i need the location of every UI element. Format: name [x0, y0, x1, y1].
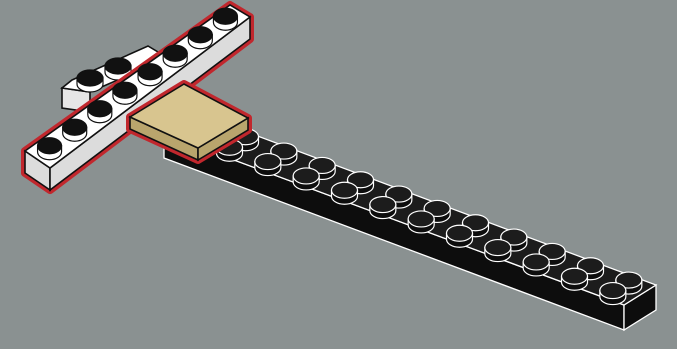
- stud-top: [308, 156, 336, 175]
- stud-top: [292, 167, 320, 185]
- stud-top: [137, 63, 163, 81]
- white-small-plate: [60, 45, 170, 113]
- stud: [162, 44, 188, 68]
- stud-top: [104, 57, 132, 75]
- stud-top: [461, 214, 490, 232]
- stud-top: [162, 44, 188, 62]
- black-plate-front-face: [163, 133, 625, 331]
- stud-top: [87, 100, 113, 118]
- tan-tile-top-face: [128, 83, 250, 149]
- stud: [346, 171, 375, 195]
- tan-tile: [126, 80, 252, 164]
- stud: [187, 26, 213, 50]
- stud-top: [369, 195, 397, 214]
- stud-top: [445, 224, 474, 242]
- stud-top: [576, 257, 605, 275]
- stud: [36, 137, 63, 161]
- stud-top: [484, 238, 512, 257]
- stud-top: [615, 271, 643, 289]
- stud-top: [599, 281, 627, 300]
- stud-top: [36, 137, 63, 155]
- stud-top: [270, 142, 298, 160]
- stud: [599, 281, 627, 306]
- stud: [254, 152, 282, 177]
- stud: [522, 253, 550, 277]
- stud: [445, 224, 474, 248]
- stud: [62, 118, 88, 142]
- stud-top: [560, 267, 589, 285]
- stud-top: [76, 69, 104, 87]
- stud: [407, 210, 435, 234]
- stud: [112, 81, 138, 105]
- stud-top: [62, 118, 88, 136]
- stud: [87, 100, 113, 124]
- stud: [137, 63, 163, 87]
- stud-top: [385, 185, 413, 203]
- stud-top: [187, 26, 213, 44]
- stud: [76, 69, 104, 93]
- stud-top: [500, 228, 528, 246]
- stud-top: [330, 181, 359, 199]
- stud: [212, 7, 239, 31]
- stud-top: [538, 242, 566, 261]
- stud-top: [346, 171, 375, 189]
- stud: [292, 167, 320, 191]
- stud-top: [212, 7, 239, 25]
- black-plate: [162, 112, 658, 332]
- stud-top: [423, 199, 451, 218]
- stud-top: [407, 210, 435, 228]
- stud-top: [254, 152, 282, 171]
- stud: [560, 267, 589, 291]
- stud-top: [112, 81, 138, 99]
- stud-top: [522, 253, 550, 271]
- stud: [369, 195, 397, 220]
- stud: [484, 238, 512, 263]
- stud: [330, 181, 359, 205]
